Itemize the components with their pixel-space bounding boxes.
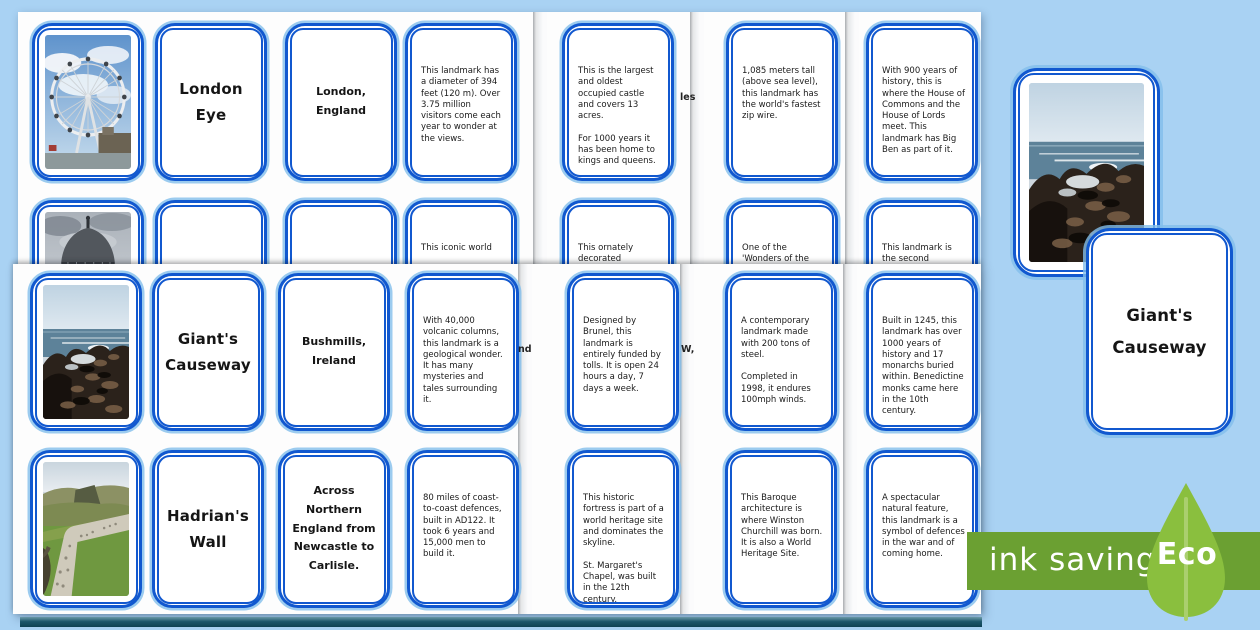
page-bottom-edge <box>20 617 982 627</box>
page-edge-seam <box>845 12 859 264</box>
card-desc-snowdon: 1,085 meters tall (above sea level), thi… <box>726 23 838 181</box>
page-edge-seam <box>843 264 857 614</box>
card-desc-angel-of-north: A contemporary landmark made with 200 to… <box>725 273 837 431</box>
card-desc-edinburgh-castle: This historic fortress is part of a worl… <box>567 450 679 608</box>
st-pauls-photo <box>45 212 131 264</box>
landmark-name: Giant's Causeway <box>165 329 251 374</box>
card-photo-st-pauls <box>32 200 144 264</box>
hadrians-wall-photo <box>43 462 129 596</box>
card-desc-parliament: With 900 years of history, this is where… <box>866 23 978 181</box>
card-photo-london-eye <box>32 23 144 181</box>
landmark-description: This landmark is the second deepest at <box>882 243 952 264</box>
landmark-description: With 900 years of history, this is where… <box>882 66 965 156</box>
card-photo-hadrians-wall <box>30 450 142 608</box>
landmark-description: Designed by Brunel, this landmark is ent… <box>583 316 661 394</box>
landmark-name: Giant's Causeway <box>1112 306 1207 357</box>
page-edge-seam <box>690 12 704 264</box>
clipped-text-fragment: W, <box>681 344 695 355</box>
pulled-card-photo-giants-causeway <box>1013 68 1160 277</box>
clipped-text-fragment: nd <box>518 344 532 355</box>
landmark-description: A spectacular natural feature, this land… <box>882 493 965 560</box>
landmark-location: Across Northern England from Newcastle t… <box>292 484 376 573</box>
card-name-hadrians-wall: Hadrian's Wall <box>152 450 264 608</box>
back-sheet: London Eye London, England This landmark… <box>18 12 981 264</box>
london-eye-photo <box>45 35 131 169</box>
ink-saving-label: ink saving <box>989 542 1157 578</box>
landmark-description: 80 miles of coast-to-coast defences, bui… <box>423 493 502 560</box>
landmark-description: This Baroque architecture is where Winst… <box>741 493 823 560</box>
card-desc-row2-d: This landmark is the second deepest at <box>866 200 978 264</box>
giants-causeway-photo-large <box>1029 83 1144 262</box>
card-name-giants-causeway: Giant's Causeway <box>152 273 264 431</box>
landmark-description: With 40,000 volcanic columns, this landm… <box>423 316 503 406</box>
card-desc-london-eye: This landmark has a diameter of 394 feet… <box>405 23 517 181</box>
landmark-description: A contemporary landmark made with 200 to… <box>741 316 811 406</box>
card-photo-giants-causeway <box>30 273 142 431</box>
landmark-description: This historic fortress is part of a worl… <box>583 493 664 605</box>
front-sheet: Giant's Causeway Bushmills, Ireland With… <box>13 264 981 614</box>
page-edge-seam <box>518 264 532 614</box>
card-desc-hadrians-wall: 80 miles of coast-to-coast defences, bui… <box>407 450 519 608</box>
card-desc-giants-causeway: With 40,000 volcanic columns, this landm… <box>407 273 519 431</box>
eco-label: Eco <box>1156 537 1218 572</box>
landmark-description: This iconic world <box>421 243 492 253</box>
page-edge-seam <box>680 264 694 614</box>
landmark-description: Built in 1245, this landmark has over 10… <box>882 316 964 417</box>
landmark-location: Bushmills, Ireland <box>301 335 367 367</box>
landmark-description: 1,085 meters tall (above sea level), thi… <box>742 66 821 122</box>
card-location-giants-causeway: Bushmills, Ireland <box>278 273 390 431</box>
card-location-london-eye: London, England <box>285 23 397 181</box>
landmark-description: This landmark has a diameter of 394 feet… <box>421 66 501 144</box>
page-edge-seam <box>533 12 547 264</box>
card-name-row2 <box>155 200 267 264</box>
card-desc-white-cliffs: A spectacular natural feature, this land… <box>866 450 978 608</box>
eco-leaf-icon <box>1147 483 1225 621</box>
card-desc-windsor-castle: This is the largest and oldest occupied … <box>562 23 674 181</box>
landmark-name: London Eye <box>179 79 243 124</box>
landmark-location: London, England <box>315 85 367 117</box>
landmark-description: One of the 'Wonders of the World', this <box>742 243 809 264</box>
card-desc-westminster-abbey: Built in 1245, this landmark has over 10… <box>866 273 978 431</box>
card-desc-row2-b: This ornately decorated <box>562 200 674 264</box>
landmark-name: Hadrian's Wall <box>166 506 250 551</box>
card-location-hadrians-wall: Across Northern England from Newcastle t… <box>278 450 390 608</box>
card-desc-clifton-bridge: Designed by Brunel, this landmark is ent… <box>567 273 679 431</box>
card-name-london-eye: London Eye <box>155 23 267 181</box>
landmark-description: This is the largest and oldest occupied … <box>578 66 656 167</box>
pulled-card-name-giants-causeway: Giant's Causeway <box>1086 228 1233 435</box>
landmark-description: This ornately decorated <box>578 243 634 264</box>
card-desc-blenheim-palace: This Baroque architecture is where Winst… <box>725 450 837 608</box>
clipped-text-fragment: les <box>680 92 696 103</box>
card-desc-row2-a: This iconic world <box>405 200 517 264</box>
card-desc-row2-c: One of the 'Wonders of the World', this <box>726 200 838 264</box>
giants-causeway-photo <box>43 285 129 419</box>
card-location-row2 <box>285 200 397 264</box>
